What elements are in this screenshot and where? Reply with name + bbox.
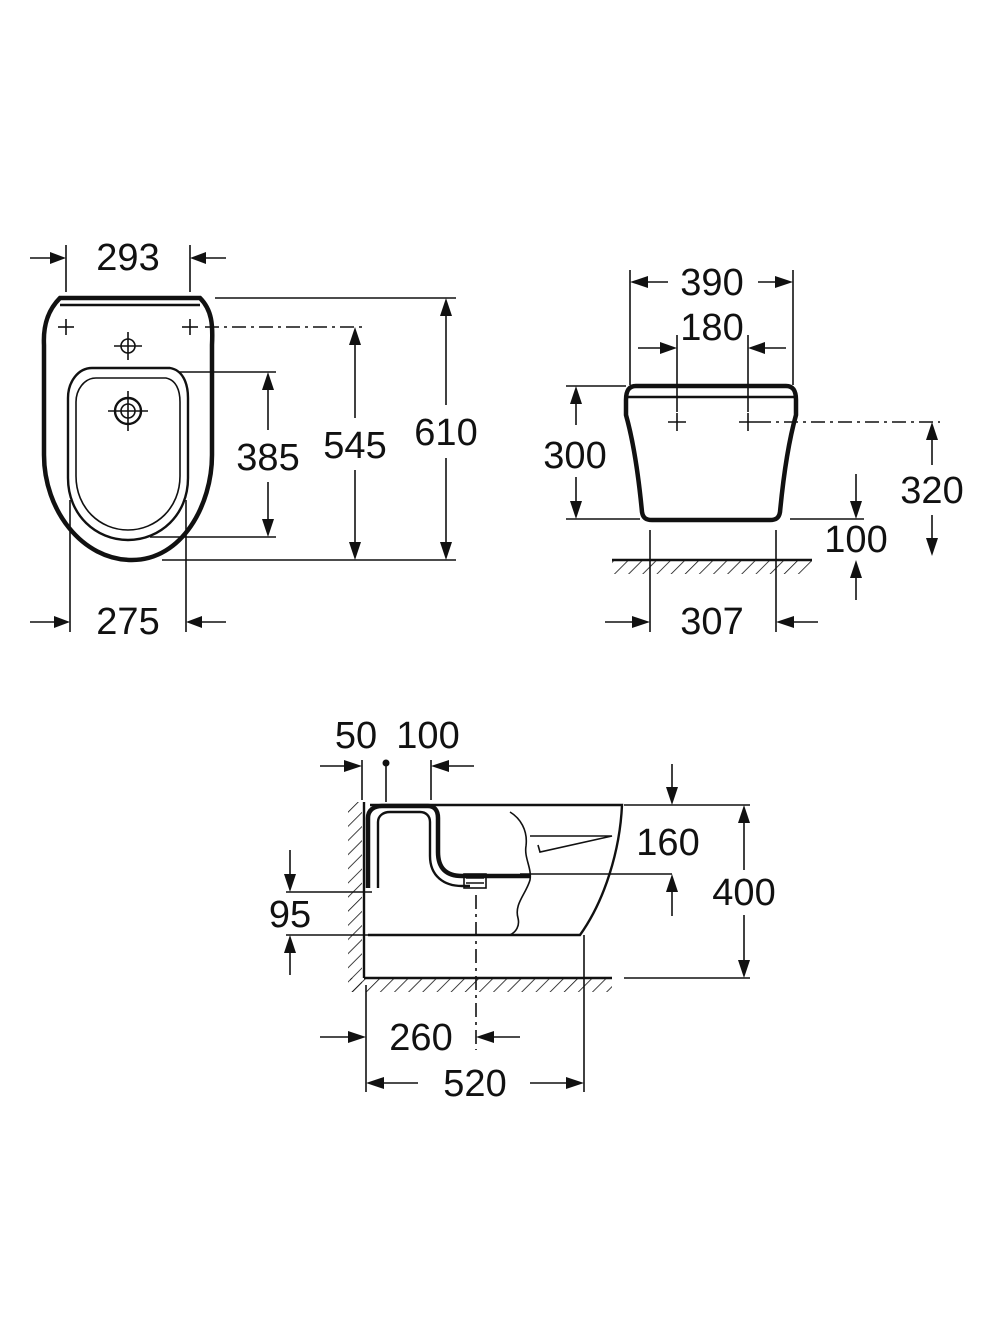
tap-hole-icon — [114, 332, 142, 360]
floor-hatch — [350, 978, 612, 992]
dim-front-height-side: 160 — [636, 822, 699, 864]
dim-outlet-height: 95 — [269, 894, 311, 936]
dim-holes-height: 545 — [323, 425, 386, 467]
dim-top-width: 293 — [96, 237, 159, 279]
fixing-hole-icon — [668, 413, 757, 431]
dim-front-height: 300 — [543, 435, 606, 477]
dim-holes-height-front: 320 — [900, 470, 963, 512]
top-view-bowl — [66, 366, 190, 542]
side-view-outline — [368, 803, 624, 937]
drain-icon — [108, 391, 148, 431]
dim-wall-gap: 50 — [335, 715, 377, 757]
top-view-outline — [41, 295, 215, 563]
dim-total-depth: 520 — [443, 1063, 506, 1105]
side-view: 50 100 160 400 95 260 520 — [269, 715, 776, 1105]
dim-total-height-side: 400 — [712, 872, 775, 914]
dim-front-width: 390 — [680, 262, 743, 304]
dim-floor-height: 100 — [824, 519, 887, 561]
dim-outlet-depth: 260 — [389, 1017, 452, 1059]
wall-hatch — [348, 802, 362, 992]
dim-holes-width: 180 — [680, 307, 743, 349]
front-view-outline — [623, 383, 799, 523]
top-view: 293 275 385 545 610 — [30, 237, 478, 643]
floor-hatch — [612, 560, 812, 574]
fixing-hole-icon — [58, 319, 198, 335]
side-view-section — [365, 803, 530, 888]
dim-base-width: 307 — [680, 601, 743, 643]
dim-pipe-offset: 100 — [396, 715, 459, 757]
front-view: 390 180 300 320 100 — [543, 262, 963, 643]
dim-total-height: 610 — [414, 412, 477, 454]
dim-bowl-height: 385 — [236, 437, 299, 479]
dim-bottom-width: 275 — [96, 601, 159, 643]
